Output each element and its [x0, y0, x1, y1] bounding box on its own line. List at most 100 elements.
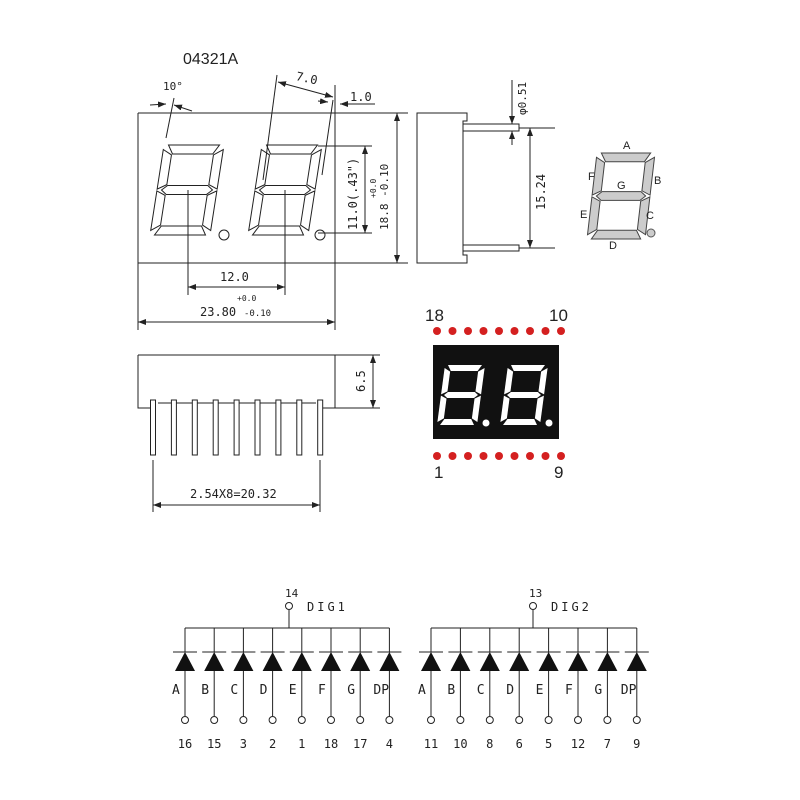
segment-d — [251, 225, 305, 236]
pin — [150, 399, 156, 456]
segment-label-e: E — [580, 209, 587, 221]
segment-b — [538, 368, 548, 395]
segment-b — [641, 156, 656, 196]
segment-b — [208, 148, 224, 190]
pin-terminal — [515, 716, 524, 724]
pin — [233, 399, 240, 456]
pin-number: 4 — [386, 737, 393, 751]
pin-terminal — [356, 716, 365, 724]
segment-label-a: A — [623, 140, 631, 152]
pin-dot — [464, 327, 472, 335]
pin-terminal — [632, 716, 641, 724]
width-tolerance-lower: -0.10 — [244, 309, 271, 319]
pin-number: 6 — [516, 737, 523, 751]
decimal-point — [314, 229, 326, 241]
front-digits — [150, 144, 322, 236]
decimal-point — [218, 229, 230, 241]
digit-height-label: 11.0(.43") — [346, 158, 360, 230]
pin — [317, 399, 324, 456]
segment-f — [156, 148, 173, 190]
segment-a — [448, 365, 482, 371]
segment-map: A B C D E F G — [580, 140, 661, 252]
diode-triangle — [626, 652, 647, 671]
pin-dot — [448, 452, 457, 460]
common-pin-terminal — [285, 602, 293, 610]
angle-label: 10° — [163, 80, 183, 93]
width-tolerance-upper: +0.0 — [237, 294, 256, 303]
pin-number: 11 — [424, 737, 438, 751]
decimal-point — [545, 419, 553, 427]
pin-terminal — [574, 716, 582, 724]
segment-label-d: D — [609, 240, 617, 252]
segment-label: A — [172, 683, 180, 698]
pin-terminal — [427, 716, 435, 724]
segment-label: F — [565, 683, 573, 698]
segment-f — [591, 156, 606, 196]
pin-diameter-label: φ0.51 — [516, 82, 529, 115]
segment-a — [167, 144, 221, 155]
pin-terminal — [239, 716, 248, 724]
diode-triangle — [233, 652, 254, 671]
segment-label: B — [447, 683, 455, 698]
segment-a — [265, 144, 319, 155]
pin-number: 2 — [269, 737, 276, 751]
pin — [254, 399, 261, 456]
segment-label: E — [536, 683, 544, 698]
segment-d — [153, 225, 207, 236]
pin — [296, 399, 303, 456]
pin-dot — [541, 327, 550, 335]
pin-label-18: 18 — [425, 306, 444, 325]
diode-triangle — [421, 652, 441, 671]
pin-number: 5 — [545, 737, 552, 751]
pin-dot — [479, 327, 488, 335]
pin-dot — [479, 452, 488, 460]
pinout-view: 18 10 1 9 — [425, 306, 568, 482]
pin-number: 15 — [207, 737, 221, 751]
segment-g — [160, 185, 214, 195]
segment-a — [600, 152, 652, 163]
pin-dot — [433, 452, 441, 460]
pin-number: 1 — [298, 737, 305, 751]
segment-b — [306, 148, 322, 190]
segment-c — [534, 395, 544, 422]
overall-height-label: 18.8 -0.10 — [378, 164, 391, 230]
segment-label-g: G — [617, 180, 626, 192]
pin-terminal — [544, 716, 553, 724]
pin-number: 12 — [571, 737, 585, 751]
pin-number: 7 — [604, 737, 611, 751]
segment-f — [504, 368, 514, 395]
segment-label: A — [418, 683, 426, 698]
pin-terminal — [327, 716, 335, 724]
pin-number: 18 — [324, 737, 338, 751]
diode-triangle — [538, 652, 559, 671]
segment-b — [475, 368, 485, 395]
diode-triangle — [450, 652, 471, 671]
decimal-point — [646, 228, 656, 238]
segment-a — [511, 365, 545, 371]
segment-label-c: C — [646, 210, 654, 222]
segment-c — [299, 190, 316, 232]
common-pin-number: 14 — [285, 587, 299, 600]
segment-e — [150, 190, 166, 232]
pin — [170, 399, 177, 456]
diode-triangle — [175, 652, 195, 671]
pin-terminal — [268, 716, 277, 724]
diode-triangle — [321, 652, 341, 671]
pin-number: 16 — [178, 737, 192, 751]
pin — [275, 399, 282, 456]
pin-terminal — [297, 716, 306, 724]
segment-label: B — [201, 683, 209, 698]
depth-label: 6.5 — [354, 370, 368, 392]
diode-triangle — [509, 652, 530, 671]
segment-e — [586, 196, 601, 236]
pin-number: 3 — [240, 737, 247, 751]
pin-label-1: 1 — [434, 463, 443, 482]
segment-e — [437, 395, 447, 422]
segment-label: DP — [621, 683, 637, 698]
decimal-point — [482, 419, 490, 427]
pin-number: 9 — [633, 737, 640, 751]
